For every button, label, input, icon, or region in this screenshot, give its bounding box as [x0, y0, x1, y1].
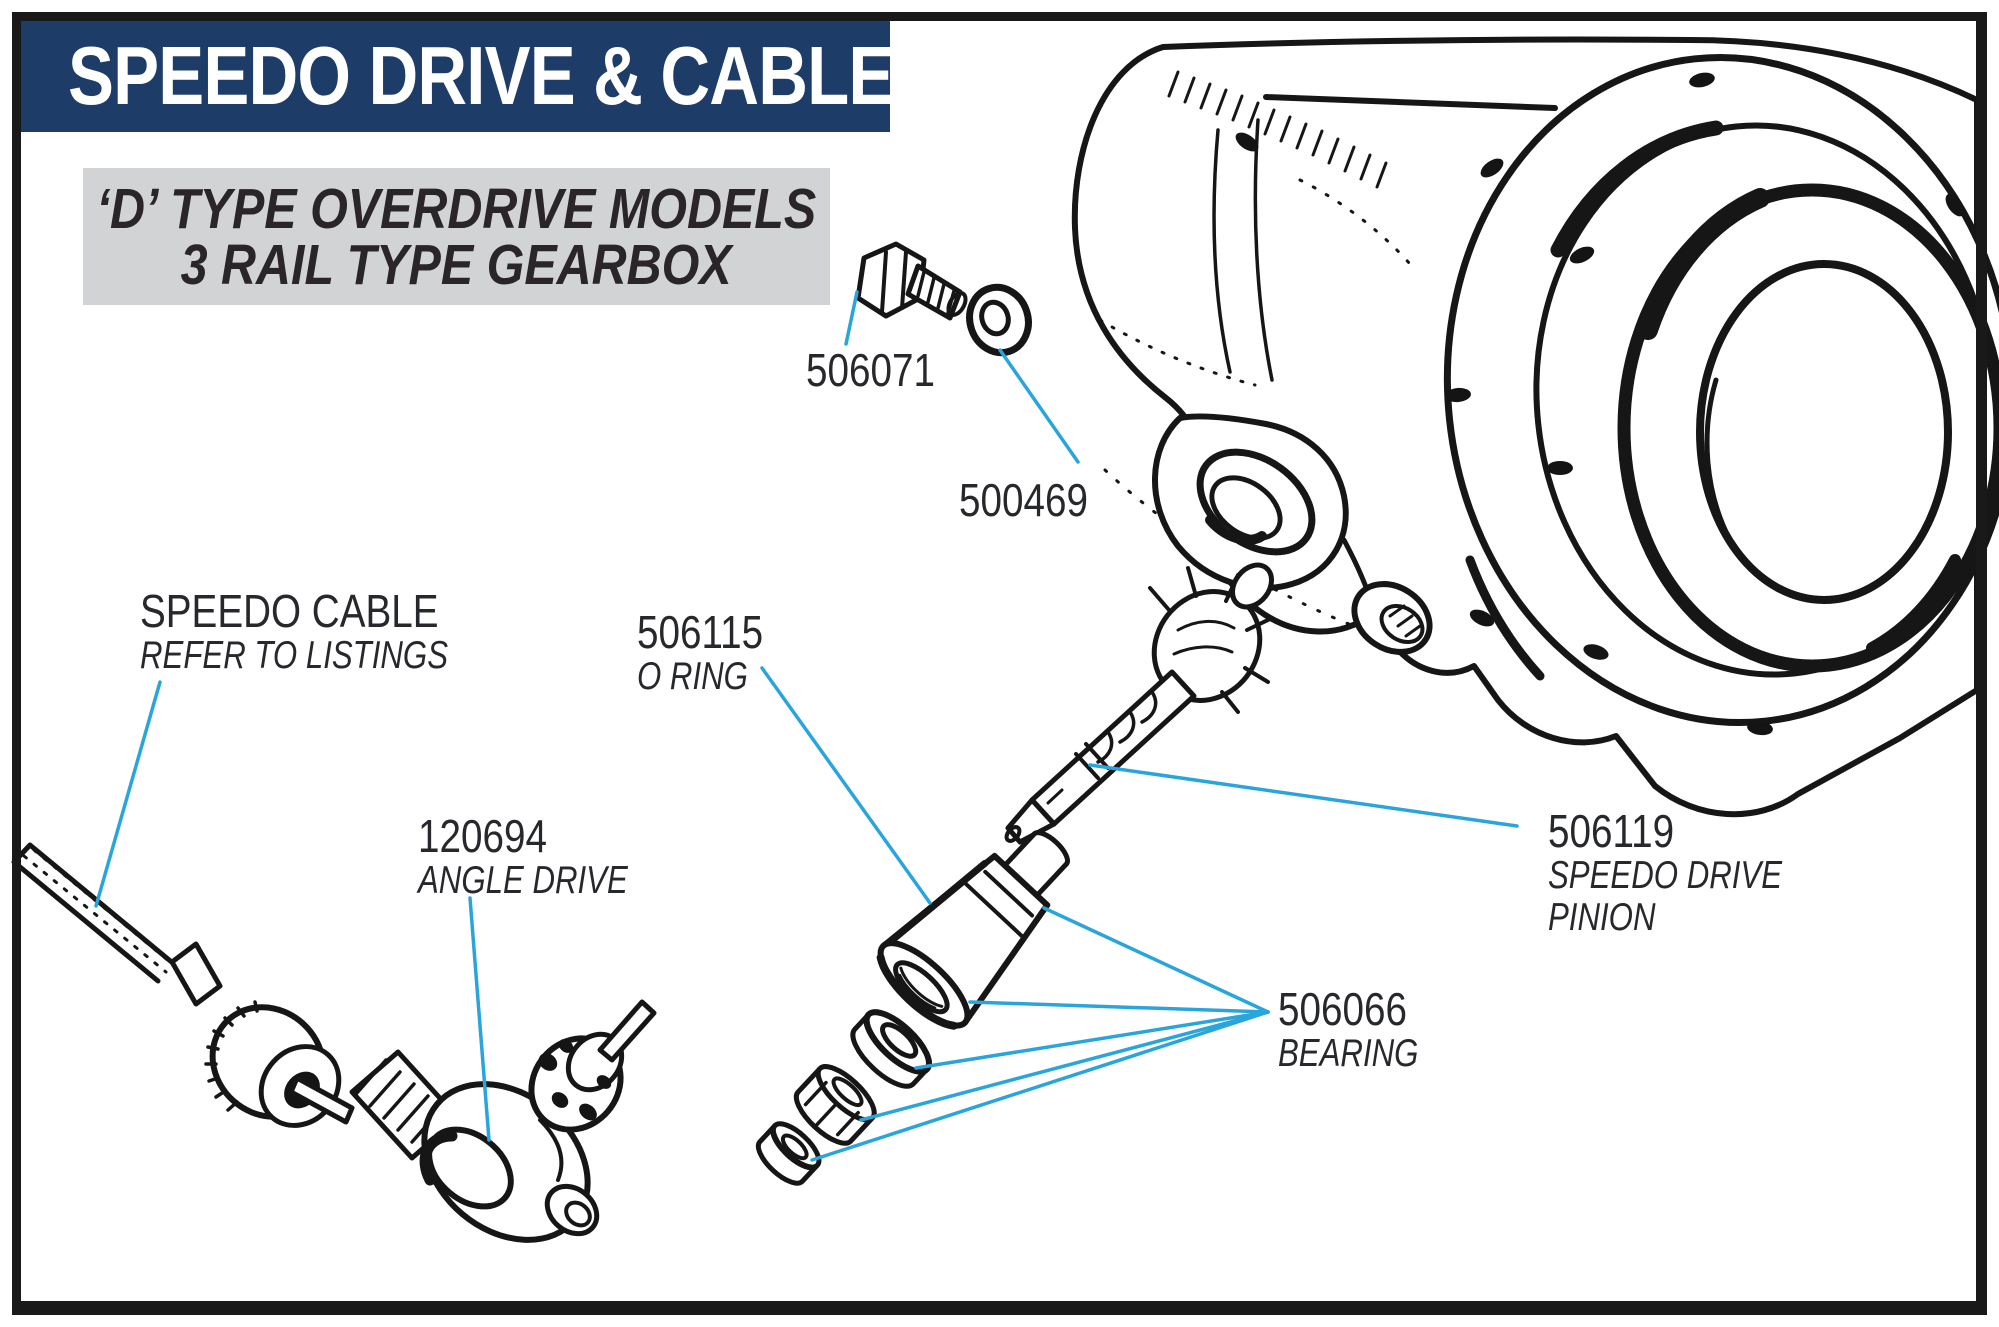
label-506119: 506119 SPEEDO DRIVE PINION — [1548, 807, 1841, 939]
part-note: REFER TO LISTINGS — [140, 634, 449, 677]
label-506066: 506066 BEARING — [1278, 985, 1454, 1075]
bearing-housing-drawing — [876, 830, 1070, 1030]
part-number: 120694 — [418, 810, 547, 862]
part-title: SPEEDO CABLE — [140, 585, 439, 637]
subtitle-box: ‘D’ TYPE OVERDRIVE MODELS 3 RAIL TYPE GE… — [83, 168, 830, 305]
part-name-line-1: SPEEDO DRIVE — [1548, 854, 1783, 897]
leader-line-500469 — [998, 348, 1080, 464]
bolt-drawing — [855, 241, 968, 321]
part-number: 506066 — [1278, 983, 1407, 1035]
part-number: 506119 — [1548, 805, 1675, 857]
washer-drawing — [966, 283, 1032, 357]
leader-line-506071 — [844, 290, 859, 346]
subtitle-line-1: ‘D’ TYPE OVERDRIVE MODELS — [96, 176, 817, 241]
leader-fan-506066 — [810, 906, 1270, 1162]
label-500469: 500469 — [959, 476, 1113, 524]
part-number: 500469 — [959, 474, 1088, 526]
part-name: BEARING — [1278, 1032, 1419, 1075]
gearbox-housing-drawing — [1071, 36, 1999, 818]
label-506071: 506071 — [806, 346, 960, 394]
leader-line-speedo-cable — [94, 680, 162, 908]
part-name: O RING — [637, 655, 748, 698]
page-title: SPEEDO DRIVE & CABLE — [68, 29, 894, 122]
leader-line-506119 — [1088, 763, 1519, 828]
part-name: ANGLE DRIVE — [418, 859, 628, 902]
speedo-pinion-drawing — [1004, 562, 1274, 845]
subtitle-line-2: 3 RAIL TYPE GEARBOX — [180, 232, 733, 297]
speedo-cable-drawing — [11, 842, 355, 1128]
label-120694: 120694 ANGLE DRIVE — [418, 812, 680, 902]
leader-line-506115 — [760, 666, 932, 905]
title-banner: SPEEDO DRIVE & CABLE — [20, 20, 894, 132]
bearing-ring-drawing — [850, 1009, 932, 1089]
part-name-line-2: PINION — [1548, 896, 1656, 939]
part-number: 506115 — [637, 606, 764, 658]
angle-drive-drawing — [349, 999, 657, 1243]
label-506115: 506115 O RING — [637, 608, 787, 698]
leader-line-120694 — [468, 896, 491, 1142]
bearing-nut-drawing — [793, 1064, 877, 1146]
label-speedo-cable: SPEEDO CABLE REFER TO LISTINGS — [140, 587, 525, 677]
bearing-locknut-drawing — [755, 1121, 822, 1186]
part-number: 506071 — [806, 344, 935, 396]
